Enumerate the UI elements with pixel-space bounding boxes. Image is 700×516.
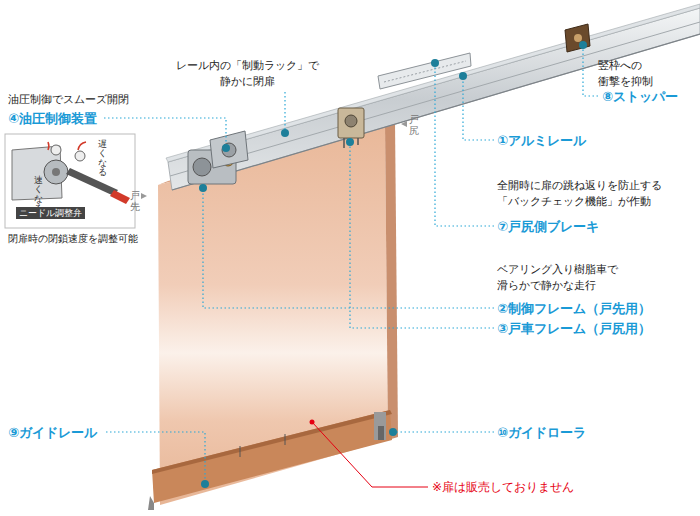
direction-mark: 戸先 (130, 190, 140, 212)
text-line: 衝撃を抑制 (598, 74, 653, 90)
callout-number: ⑨ガイドレール (8, 424, 97, 441)
feature-note: レール内の「制動ラック」で静かに閉扉 (176, 58, 319, 90)
text-line: レール内の「制動ラック」で (176, 58, 319, 74)
feature-note: 閉扉時の閉鎖速度を調整可能 (8, 233, 138, 245)
speed-note: 遅くなる (98, 140, 107, 177)
feature-note: ベアリング入り樹脂車で滑らかで静かな走行 (497, 262, 618, 294)
callout-number: ③戸車フレーム（戸尻用） (497, 320, 651, 337)
callout-number: ②制御フレーム（戸先用） (497, 300, 651, 317)
feature-note: 竪枠への衝撃を抑制 (598, 58, 653, 90)
text-line: 全開時に扉の跳ね返りを防止する (497, 178, 662, 194)
direction-mark: 戸尻 (409, 114, 419, 136)
callout-number: ⑦戸尻側ブレーキ (497, 218, 599, 235)
note-text: ※扉は販売しておりません (432, 479, 574, 495)
callout-number: ①アルミレール (497, 132, 586, 149)
callout-number: ⑧ストッパー (602, 88, 678, 105)
text-line: 静かに閉扉 (176, 74, 319, 90)
callout-number: ⑩ガイドローラ (497, 424, 586, 441)
text-line: 竪枠への (598, 58, 653, 74)
feature-note: 全開時に扉の跳ね返りを防止する「バックチェック機能」が作動 (497, 178, 662, 210)
part-name: ニードル調整弁 (16, 207, 85, 219)
text-line: ベアリング入り樹脂車で (497, 262, 618, 278)
callout-number: ④油圧制御装置 (8, 110, 97, 127)
feature-note: 油圧制御でスムーズ開閉 (8, 92, 129, 108)
text-line: 滑らかで静かな走行 (497, 278, 618, 294)
text-line: 「バックチェック機能」が作動 (497, 194, 662, 210)
